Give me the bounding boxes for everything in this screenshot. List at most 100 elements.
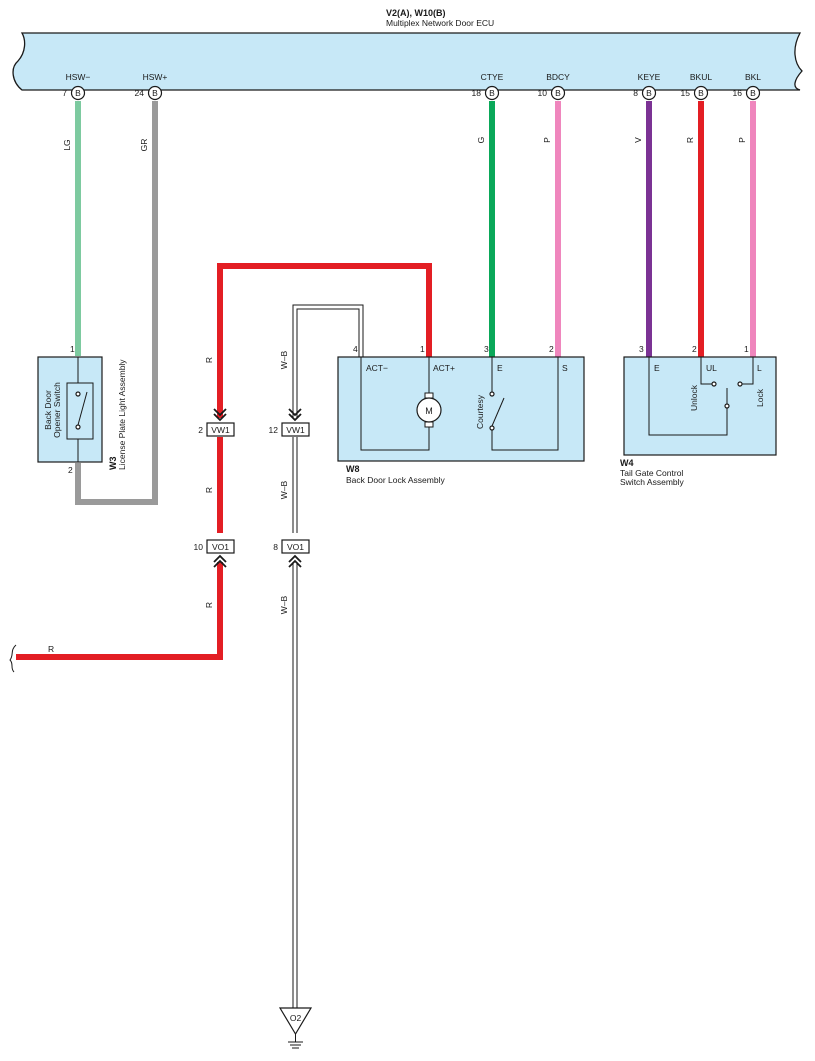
wire-label-p: P bbox=[542, 137, 552, 143]
w8-motor-circuit bbox=[360, 357, 430, 451]
w8-motor-brush bbox=[424, 392, 434, 399]
w8-courtesy-contact bbox=[489, 425, 495, 431]
w4-pin-num: 2 bbox=[692, 344, 697, 354]
ground-label: O2 bbox=[290, 1013, 302, 1023]
wire-gr bbox=[75, 101, 158, 505]
ecu-pin-label-hsw-minus: HSW− bbox=[66, 72, 91, 82]
w8-motor-label: M bbox=[425, 406, 433, 416]
w4-unlock-label: Unlock bbox=[689, 384, 699, 411]
ecu-pin-number: 24 bbox=[135, 88, 145, 98]
w8-name: Back Door Lock Assembly bbox=[346, 475, 445, 485]
w4-pin-num: 1 bbox=[744, 344, 749, 354]
ecu-pin-number: 7 bbox=[62, 88, 67, 98]
ecu-pin-label-ctye: CTYE bbox=[481, 72, 504, 82]
connector-label: VO1 bbox=[212, 542, 229, 552]
w8-pin-num: 4 bbox=[353, 344, 358, 354]
w8-courtesy-blade bbox=[491, 397, 505, 427]
w4-lock-contact bbox=[737, 381, 743, 387]
w4-common-circuit bbox=[648, 357, 728, 436]
w8-pin-label-s: S bbox=[562, 363, 568, 373]
w3-switch-blade bbox=[77, 391, 88, 426]
wire-label-r: R bbox=[685, 137, 695, 143]
w4-name-line2: Switch Assembly bbox=[620, 477, 685, 487]
ecu-pin-connector bbox=[484, 85, 500, 101]
w3-switch-contact bbox=[75, 391, 81, 397]
connector-pin-number: 10 bbox=[194, 542, 204, 552]
wire-label-r: R bbox=[204, 357, 214, 363]
connector-vw1-wb: VW1 12 bbox=[269, 408, 310, 437]
ecu-pin-conn-letter: B bbox=[489, 88, 495, 98]
w4-name-line1: Tail Gate Control bbox=[620, 468, 683, 478]
connector-box bbox=[281, 539, 310, 554]
connector-pin-number: 8 bbox=[273, 542, 278, 552]
w8-pin-num: 1 bbox=[420, 344, 425, 354]
ecu-pin-label-bkl: BKL bbox=[745, 72, 761, 82]
ecu-body bbox=[12, 32, 803, 91]
ecu-pin-conn-letter: B bbox=[750, 88, 756, 98]
connector-pin-number: 2 bbox=[198, 425, 203, 435]
wire-break-mark bbox=[9, 644, 17, 673]
connector-label: VW1 bbox=[211, 425, 230, 435]
wire-label-w-b: W–B bbox=[279, 595, 289, 614]
ecu-pin-connector bbox=[70, 85, 86, 101]
ecu-pin-connector bbox=[641, 85, 657, 101]
w8-courtesy-label: Courtesy bbox=[475, 394, 485, 429]
wire-r-act-plus bbox=[217, 263, 432, 418]
component-w3: 1 2 Back Door Opener Switch W3 License P… bbox=[37, 344, 127, 475]
connector-vo1-wb: VO1 8 bbox=[273, 539, 310, 568]
wire-r-bottom bbox=[16, 562, 223, 660]
w8-pin-num: 2 bbox=[549, 344, 554, 354]
ecu-pin-connector bbox=[147, 85, 163, 101]
w4-code: W4 bbox=[620, 458, 634, 468]
ecu-pin-number: 18 bbox=[472, 88, 482, 98]
ecu-pins: B 7 B 24 B 18 B 10 B 8 B 15 B 16 bbox=[62, 85, 761, 101]
w4-pin-label-ul: UL bbox=[706, 363, 717, 373]
wire-label-v: V bbox=[633, 137, 643, 143]
w8-box bbox=[337, 356, 585, 462]
w4-lock-label: Lock bbox=[755, 388, 765, 407]
w4-pin-label-l: L bbox=[757, 363, 762, 373]
w8-pin-num: 3 bbox=[484, 344, 489, 354]
w4-common-contact bbox=[724, 403, 730, 409]
connector-label: VW1 bbox=[286, 425, 305, 435]
ecu-pin-number: 8 bbox=[633, 88, 638, 98]
ground-o2: O2 bbox=[278, 1007, 313, 1049]
connector-pin-number: 12 bbox=[269, 425, 279, 435]
ecu-pin-number: 15 bbox=[681, 88, 691, 98]
connector-box bbox=[206, 422, 235, 437]
wire-label-r: R bbox=[204, 602, 214, 608]
ecu-pin-conn-letter: B bbox=[75, 88, 81, 98]
component-w4: 3 2 1 E UL L Unlock Lock W4 Tail Gate Co… bbox=[620, 344, 777, 487]
w4-pin-label-e: E bbox=[654, 363, 660, 373]
w8-motor-brush bbox=[424, 421, 434, 428]
ecu-subtitle: Multiplex Network Door ECU bbox=[386, 18, 494, 28]
w4-pin-num: 3 bbox=[639, 344, 644, 354]
ecu-pin-conn-letter: B bbox=[698, 88, 704, 98]
wire-w-b bbox=[292, 304, 364, 1008]
w3-code: W3 bbox=[108, 457, 118, 471]
wire-label-p: P bbox=[737, 137, 747, 143]
ecu-block: V2(A), W10(B) Multiplex Network Door ECU… bbox=[12, 8, 803, 91]
wire-label-w-b: W–B bbox=[279, 480, 289, 499]
ecu-pin-conn-letter: B bbox=[152, 88, 158, 98]
connector-vo1-r: VO1 10 bbox=[194, 539, 235, 568]
wire-label-r: R bbox=[204, 487, 214, 493]
ecu-pin-connector bbox=[745, 85, 761, 101]
wire-label-r: R bbox=[48, 644, 54, 654]
connector-box bbox=[206, 539, 235, 554]
w3-name: License Plate Light Assembly bbox=[117, 359, 127, 470]
w4-unlock-contact bbox=[711, 381, 717, 387]
w3-box bbox=[37, 356, 103, 463]
component-w8: 4 1 3 2 ACT− ACT+ E S M Courtesy W8 Back… bbox=[337, 344, 585, 485]
w3-switch-frame bbox=[66, 382, 94, 440]
ground-triangle bbox=[278, 1007, 313, 1036]
motor-icon bbox=[416, 397, 442, 423]
w3-pin-1: 1 bbox=[70, 344, 75, 354]
connector-vw1-r: VW1 2 bbox=[198, 408, 235, 437]
ecu-pin-conn-letter: B bbox=[646, 88, 652, 98]
ecu-pin-label-bdcy: BDCY bbox=[546, 72, 570, 82]
w3-switch-contact bbox=[75, 424, 81, 430]
ecu-pin-label-hsw-plus: HSW+ bbox=[143, 72, 168, 82]
connector-label: VO1 bbox=[287, 542, 304, 552]
